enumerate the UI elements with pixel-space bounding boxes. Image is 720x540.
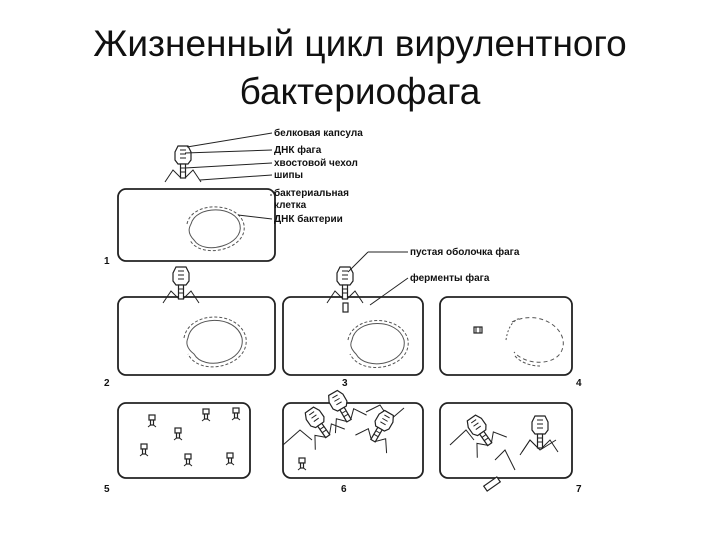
label-tail-sheath: хвостовой чехол bbox=[274, 158, 358, 169]
bacterial-cell-5 bbox=[118, 403, 250, 478]
stage-1-panel bbox=[118, 133, 275, 261]
stage-number-3: 3 bbox=[342, 378, 348, 389]
label-spikes: шипы bbox=[274, 170, 303, 181]
label-phage-enzymes: ферменты фага bbox=[410, 272, 490, 284]
stage-number-7: 7 bbox=[576, 484, 582, 495]
injected-dna bbox=[343, 303, 348, 312]
stage-3-panel bbox=[283, 252, 423, 375]
stage-2-panel bbox=[118, 267, 275, 375]
stage-6-panel bbox=[283, 384, 423, 478]
stage-number-2: 2 bbox=[104, 378, 110, 389]
label-empty-shell: пустая оболочка фага bbox=[410, 246, 520, 258]
stage-7-panel bbox=[440, 403, 572, 491]
label-bacterial-cell-2: клетка bbox=[274, 200, 307, 211]
stage-number-5: 5 bbox=[104, 484, 110, 495]
bacterial-cell-7 bbox=[440, 403, 572, 478]
stage-number-4: 4 bbox=[576, 378, 582, 389]
label-protein-capsule: белковая капсула bbox=[274, 127, 363, 139]
bacterial-cell-4 bbox=[440, 297, 572, 375]
stage-number-6: 6 bbox=[341, 484, 347, 495]
label-phage-dna: ДНК фага bbox=[274, 144, 322, 156]
stage-number-1: 1 bbox=[104, 256, 110, 267]
label-bacterial-dna: ДНК бактерии bbox=[274, 213, 343, 225]
bacterial-cell-1 bbox=[118, 189, 275, 261]
phage-icon bbox=[165, 146, 201, 182]
stage-5-panel bbox=[118, 403, 250, 478]
label-bacterial-cell-1: бактериальная bbox=[274, 187, 349, 199]
stage-4-panel bbox=[440, 297, 572, 375]
